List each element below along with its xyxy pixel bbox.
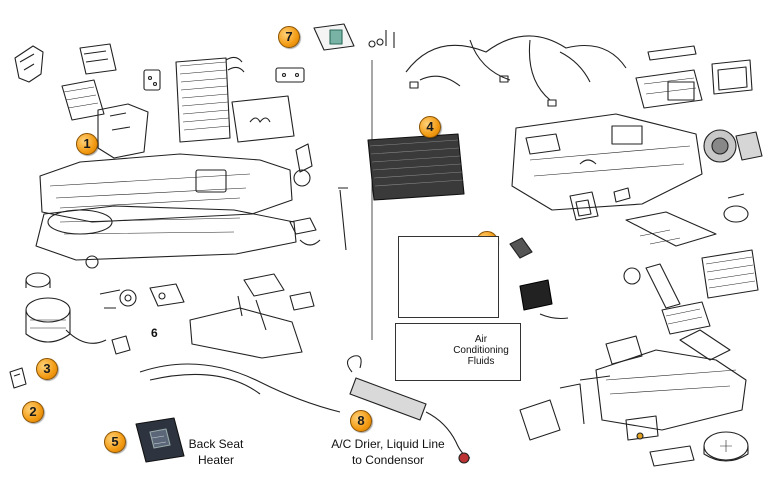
callout-8-ac-drier[interactable]: 8 [350, 410, 372, 432]
back-seat-heater-label-line2: Heater [197, 453, 235, 467]
back-seat-heater-label-line1: Back Seat [188, 437, 244, 451]
callout-7-expansion-valve[interactable]: 7 [278, 26, 300, 48]
callout-4-condenser[interactable]: 4 [419, 116, 441, 138]
ac-drier-label-line2: to Condensor [351, 453, 425, 467]
fluids-label-line3: Fluids [467, 356, 495, 367]
ac-fluids-label: Air Conditioning Fluids [444, 334, 518, 367]
callout-1-heater-box[interactable]: 1 [76, 133, 98, 155]
callout-3-blower-motor[interactable]: 3 [36, 358, 58, 380]
fluids-label-line1: Air [474, 334, 488, 345]
fluids-label-line2: Conditioning [453, 345, 509, 356]
callout-2-resistor[interactable]: 2 [22, 401, 44, 423]
callout-5-back-seat-heater[interactable]: 5 [104, 431, 126, 453]
ac-drier-label: A/C Drier, Liquid Line to Condensor [314, 436, 462, 468]
right-hvac-assembly [405, 35, 763, 467]
ac-fluids-box: Air Conditioning Fluids [395, 323, 521, 381]
back-seat-heater-label: Back Seat Heater [178, 436, 254, 468]
ac-drier-label-line1: A/C Drier, Liquid Line [331, 437, 445, 451]
cabin-filter-box [398, 236, 499, 318]
left-heater-assembly [9, 43, 348, 463]
plain-number-6: 6 [151, 326, 158, 340]
center-parts [313, 23, 569, 464]
